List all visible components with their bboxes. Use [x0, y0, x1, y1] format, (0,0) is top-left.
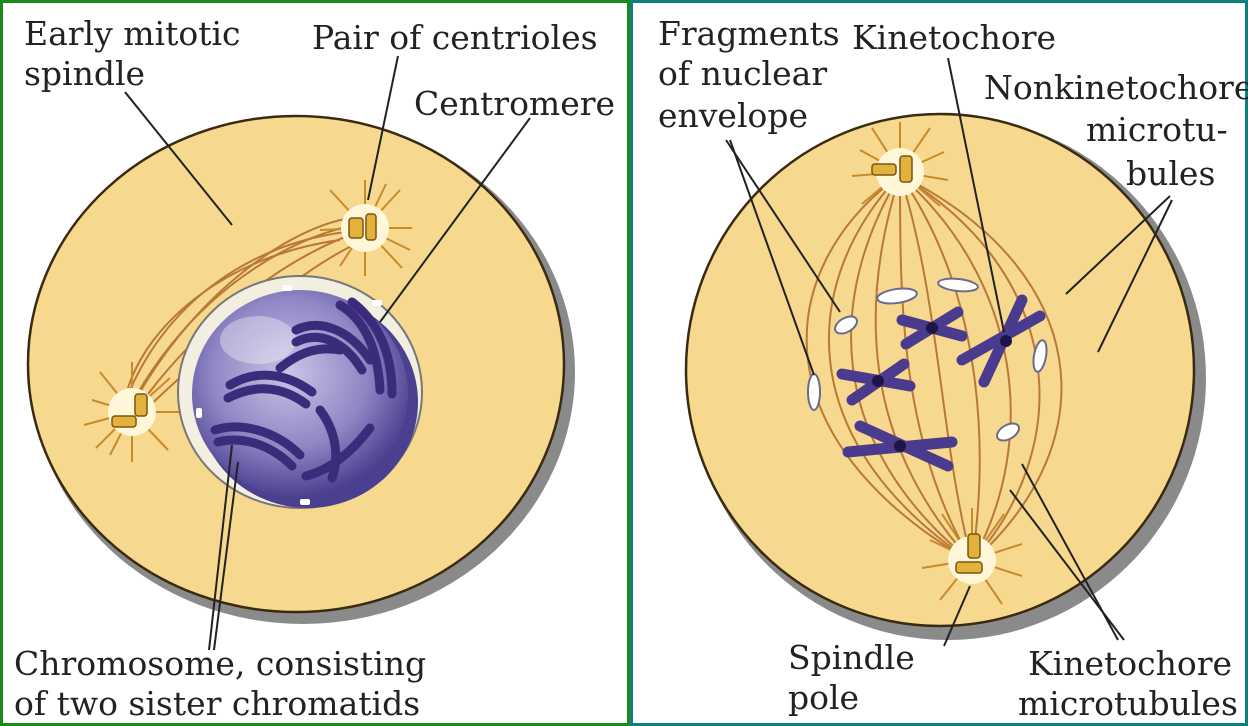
upper-aster-center: [341, 204, 389, 252]
centriole-icon: [112, 416, 136, 427]
label-microtu: microtu-: [1086, 112, 1228, 148]
label-sister-chromatids: of two sister chromatids: [14, 686, 420, 722]
label-envelope: envelope: [658, 98, 808, 134]
label-nonkinetochore: Nonkinetochore: [984, 70, 1248, 106]
lower-aster-center: [108, 388, 156, 436]
label-of-nuclear: of nuclear: [658, 56, 827, 92]
label-early-mitotic-spindle: Early mitotic: [24, 16, 241, 52]
label-kinetochore: Kinetochore: [852, 20, 1056, 56]
centriole-icon: [135, 394, 147, 416]
label-chromosome: Chromosome, consisting: [14, 646, 426, 682]
centriole-icon: [900, 156, 912, 182]
label-kinetochore-mt: Kinetochore: [1028, 646, 1232, 682]
centriole-icon: [366, 214, 376, 240]
label-microtubules: microtubules: [1018, 686, 1238, 722]
label-pair-of-centrioles: Pair of centrioles: [312, 20, 598, 56]
centriole-icon: [349, 218, 363, 238]
label-spindle: Spindle: [788, 640, 915, 676]
label-fragments: Fragments: [658, 16, 840, 52]
nucleus-highlight: [220, 316, 296, 364]
centriole-icon: [956, 562, 982, 573]
label-pole: pole: [788, 680, 859, 716]
left-cell: [28, 116, 575, 624]
label-bules: bules: [1126, 156, 1215, 192]
label-early-mitotic-spindle-2: spindle: [24, 56, 145, 92]
centriole-icon: [968, 534, 980, 558]
label-centromere: Centromere: [414, 86, 615, 122]
centriole-icon: [872, 164, 896, 175]
